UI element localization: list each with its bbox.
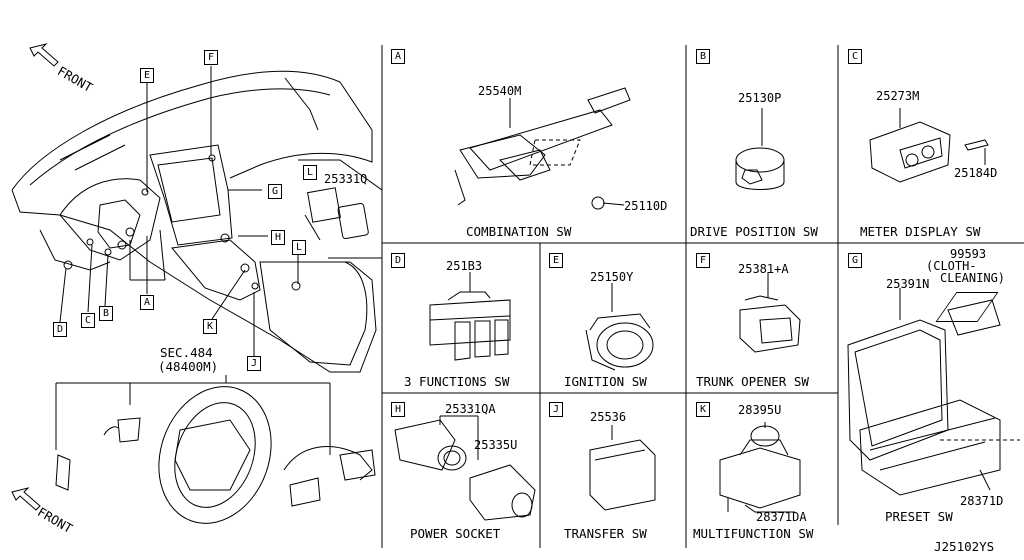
inset-outline <box>298 159 383 259</box>
callout-k[interactable]: K <box>203 319 217 334</box>
panel-letter-f: F <box>696 253 710 268</box>
front-arrow-icon <box>29 43 59 67</box>
panel-letter-d: D <box>391 253 405 268</box>
section-reference: SEC.484 <box>160 345 213 360</box>
part-number: 25331Q <box>324 172 368 186</box>
part-number: 28371DA <box>756 510 807 524</box>
part-number: 25536 <box>590 410 627 424</box>
panel-letter-c: C <box>848 49 862 64</box>
panel-caption: COMBINATION SW <box>466 224 572 239</box>
panel-caption: MULTIFUNCTION SW <box>693 526 814 541</box>
panel-letter-e: E <box>549 253 563 268</box>
part-number: 25391N <box>886 277 930 291</box>
part-note: (CLOTH- <box>926 259 977 273</box>
part-number: 25540M <box>478 84 522 98</box>
part-number: 251B3 <box>446 259 483 273</box>
panel-caption: POWER SOCKET <box>410 526 501 541</box>
callout-g[interactable]: G <box>268 184 282 199</box>
dashboard-illustration <box>11 70 377 373</box>
callout-j[interactable]: J <box>247 356 261 371</box>
multifunction-switch-drawing <box>719 422 801 513</box>
callout-d[interactable]: D <box>53 322 67 337</box>
panel-letter-b: B <box>696 49 710 64</box>
combination-switch-drawing <box>454 87 631 210</box>
socket-l-drawing <box>304 187 369 241</box>
panel-letter-h: H <box>391 402 405 417</box>
steering-wheel-illustration <box>55 375 376 524</box>
callout-l[interactable]: L <box>292 240 306 255</box>
part-number: 25130P <box>738 91 782 105</box>
callout-h[interactable]: H <box>271 230 285 245</box>
part-number: 99593 <box>950 247 987 261</box>
panel-letter-k: K <box>696 402 710 417</box>
part-number: 25335U <box>474 438 518 452</box>
callout-e[interactable]: E <box>140 68 154 83</box>
inset-letter-l: L <box>303 165 317 180</box>
panel-letter-g: G <box>848 253 862 268</box>
three-functions-switch-drawing <box>429 272 511 361</box>
panel-caption: PRESET SW <box>885 509 953 524</box>
panel-letter-a: A <box>391 49 405 64</box>
panel-caption: 3 FUNCTIONS SW <box>404 374 510 389</box>
front-arrow-icon <box>11 487 41 511</box>
part-note: CLEANING) <box>940 271 1006 285</box>
section-reference-part: (48400M) <box>158 359 219 374</box>
part-number: 25331QA <box>445 402 496 416</box>
drive-position-switch-drawing <box>735 108 785 190</box>
trunk-opener-switch-drawing <box>739 272 801 353</box>
panel-caption: TRANSFER SW <box>564 526 647 541</box>
callout-leaders <box>59 66 299 357</box>
panel-caption: METER DISPLAY SW <box>860 224 981 239</box>
ignition-switch-drawing <box>585 283 654 371</box>
part-number: 28371D <box>960 494 1004 508</box>
panel-caption: DRIVE POSITION SW <box>690 224 818 239</box>
diagram-id: J25102YS <box>934 539 995 554</box>
part-number: 28395U <box>738 403 782 417</box>
callout-c[interactable]: C <box>81 313 95 328</box>
part-number: 25273M <box>876 89 920 103</box>
callout-f[interactable]: F <box>204 50 218 65</box>
preset-switch-drawing <box>847 288 1020 496</box>
power-socket-drawing <box>394 415 536 521</box>
part-number: 25150Y <box>590 270 634 284</box>
part-number: 25184D <box>954 166 998 180</box>
transfer-switch-drawing <box>589 425 656 511</box>
meter-display-switch-drawing <box>869 108 989 183</box>
panel-caption: TRUNK OPENER SW <box>696 374 809 389</box>
panel-letter-j: J <box>549 402 563 417</box>
part-number: 25381+A <box>738 262 789 276</box>
callout-a[interactable]: A <box>140 295 154 310</box>
callout-b[interactable]: B <box>99 306 113 321</box>
panel-caption: IGNITION SW <box>564 374 647 389</box>
part-number: 25110D <box>624 199 668 213</box>
